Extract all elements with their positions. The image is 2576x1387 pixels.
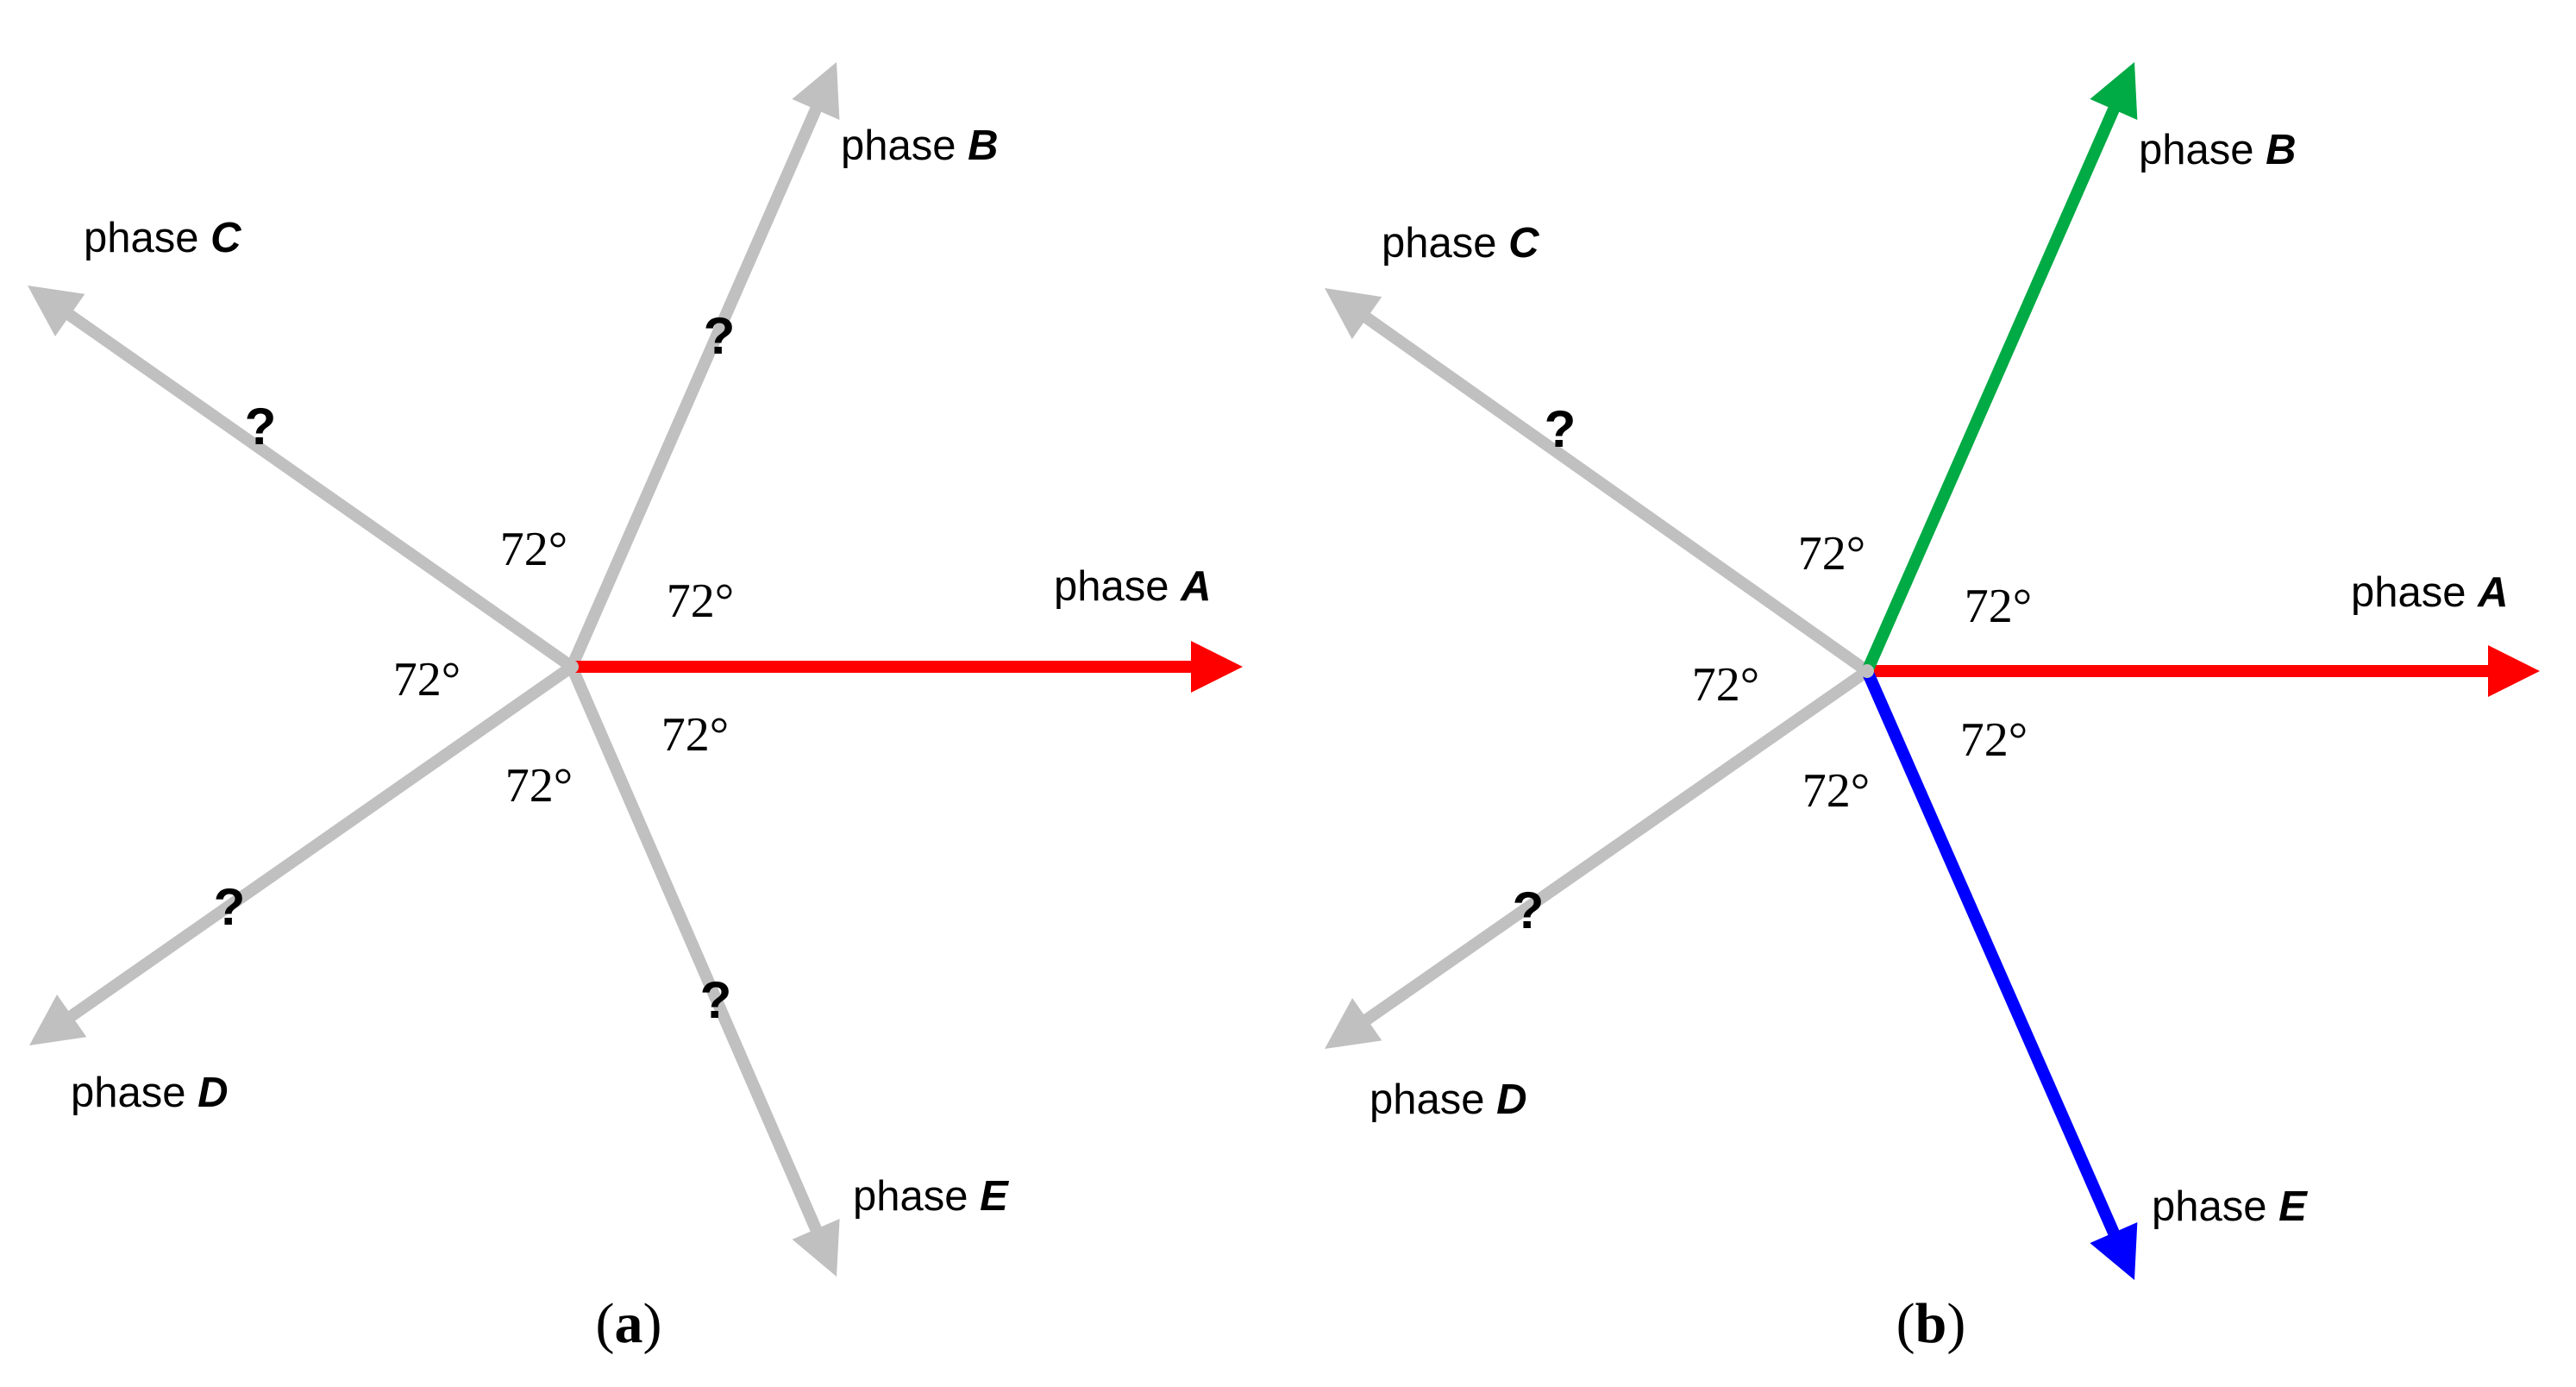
phase-c-vector — [28, 286, 576, 672]
phase-b-shaft — [1861, 105, 2121, 674]
phase-a-vector — [1867, 645, 2540, 697]
phase-b-vector — [1861, 62, 2138, 674]
phase-e-arrowhead — [792, 1219, 840, 1277]
phase-c-unknown-mark: ? — [1545, 400, 1576, 458]
phase-d-vector — [29, 662, 576, 1045]
phase-b-unknown-mark: ? — [704, 307, 736, 365]
phase-d-arrowhead — [29, 995, 87, 1045]
angle-label: 72° — [667, 574, 734, 628]
phase-a-label: phase A — [2351, 569, 2509, 616]
phase-e-vector — [1861, 668, 2138, 1280]
phase-b-shaft — [566, 105, 823, 669]
phase-c-shaft — [65, 309, 576, 672]
phase-c-shaft — [1362, 311, 1871, 676]
phase-d-unknown-mark: ? — [1513, 882, 1545, 939]
phase-e-shaft — [1861, 668, 2121, 1237]
phase-c-vector — [1325, 288, 1871, 676]
phase-e-unknown-mark: ? — [700, 971, 732, 1029]
phase-b-label: phase B — [841, 122, 999, 169]
angle-label: 72° — [505, 759, 573, 813]
phase-a-vector — [572, 641, 1243, 693]
phase-d-shaft — [1362, 666, 1871, 1026]
phase-c-arrowhead — [28, 286, 85, 336]
phase-e-vector — [566, 664, 840, 1277]
phase-e-shaft — [566, 664, 823, 1233]
phase-b-vector — [566, 62, 840, 669]
phase-d-label: phase D — [71, 1070, 229, 1116]
origin-point — [1860, 664, 1874, 678]
angle-label: 72° — [1960, 713, 2028, 767]
angle-label: 72° — [393, 653, 461, 706]
phase-d-label: phase D — [1369, 1076, 1527, 1123]
phase-b-label: phase B — [2139, 127, 2297, 173]
angle-label: 72° — [1965, 580, 2032, 633]
angle-label: 72° — [1798, 527, 1865, 581]
phase-d-arrowhead — [1325, 998, 1382, 1049]
phase-b-arrowhead — [792, 62, 840, 120]
phase-a-label: phase A — [1054, 563, 1212, 610]
phase-c-arrowhead — [1325, 288, 1382, 340]
panel-a-caption: (a) — [596, 1292, 662, 1355]
phase-e-arrowhead — [2090, 1222, 2138, 1280]
phase-d-vector — [1325, 666, 1871, 1049]
phase-a-arrowhead — [1191, 641, 1243, 693]
phase-e-label: phase E — [2152, 1183, 2308, 1230]
panel-a-phasor-diagram: phase A phase B phase C phase D phase E???? 7… — [28, 62, 1243, 1355]
angle-label: 72° — [500, 523, 567, 576]
panel-b-phasor-diagram: phase A phase B phase C phase D phase E?? 72°… — [1325, 62, 2540, 1355]
phase-d-shaft — [66, 662, 576, 1022]
angle-label: 72° — [1692, 658, 1759, 712]
phase-c-unknown-mark: ? — [245, 398, 277, 455]
phase-e-label: phase E — [853, 1173, 1009, 1220]
phase-d-unknown-mark: ? — [214, 878, 246, 936]
panel-b-caption: (b) — [1896, 1292, 1966, 1355]
phase-c-label: phase C — [1382, 220, 1539, 267]
phase-b-arrowhead — [2090, 62, 2138, 120]
angle-label: 72° — [661, 708, 729, 762]
phase-a-arrowhead — [2488, 645, 2540, 697]
angle-label: 72° — [1802, 764, 1870, 818]
origin-point — [565, 660, 579, 674]
phase-c-label: phase C — [84, 215, 241, 261]
